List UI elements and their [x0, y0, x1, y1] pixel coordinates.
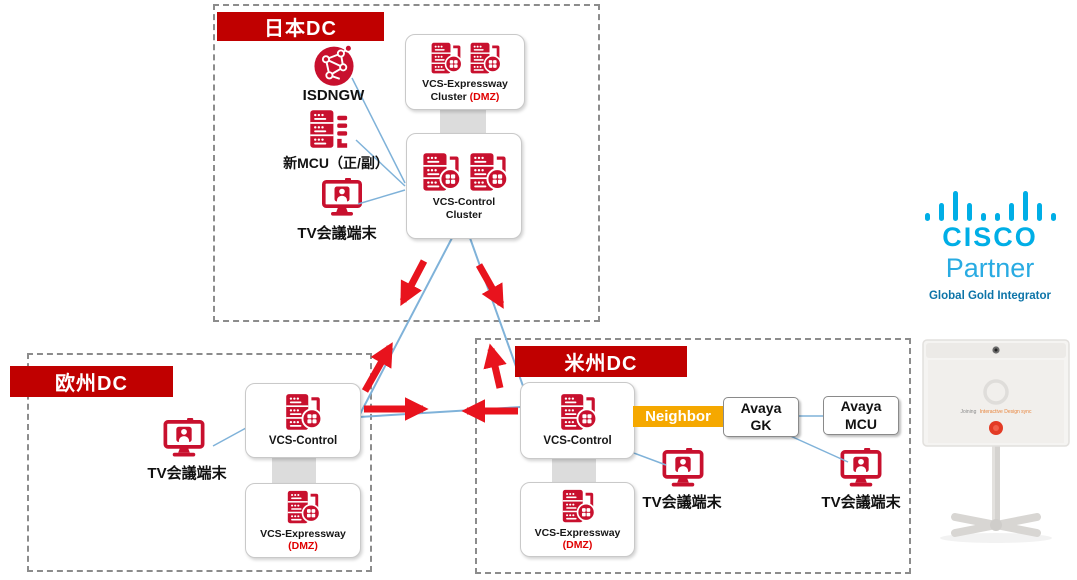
server-icon: [282, 392, 324, 434]
americas-tv-terminal-right-icon: [838, 448, 884, 491]
americas-vcs-expressway-title: VCS-Expressway (DMZ): [534, 526, 621, 551]
avaya-gk-box: Avaya GK: [723, 397, 799, 437]
europe-dc-label-text: 欧州DC: [55, 373, 128, 395]
webex-board-image: Joining Interactive Design sync: [922, 339, 1070, 543]
server-icon: [419, 151, 463, 195]
vcs-control-cluster-box: VCS-Control Cluster: [406, 133, 522, 239]
europe-vcs-control-title: VCS-Control: [268, 435, 338, 448]
server-icon: [557, 392, 599, 434]
americas-vcs-control-title: VCS-Control: [543, 435, 612, 448]
server-icon: [284, 489, 322, 527]
cisco-wordmark: CISCO: [942, 222, 1038, 252]
server-icon: [559, 488, 597, 526]
control-cluster-title: VCS-Control Cluster: [432, 196, 496, 221]
expressway-cluster-title: VCS-Expressway Cluster (DMZ): [422, 78, 508, 103]
japan-tv-terminal-icon: [320, 178, 364, 220]
dmz-tag: (DMZ): [562, 539, 593, 551]
americas-tv-terminal-left-icon: [660, 448, 706, 491]
mcu-server-icon: [305, 107, 353, 151]
board-screen-text: Joining Interactive Design sync: [961, 409, 1032, 415]
americas-dc-label-text: 米州DC: [564, 353, 638, 375]
cisco-bridge-bars-icon: [905, 190, 1075, 221]
partner-wordmark: Partner: [945, 253, 1035, 283]
americas-tv-terminal-right-label: TV会議端末: [821, 494, 901, 511]
japan-dc-label-text: 日本DC: [264, 18, 337, 40]
americas-vcs-control-box: VCS-Control: [520, 382, 635, 459]
americas-vcs-expressway-box: VCS-Expressway (DMZ): [520, 482, 635, 557]
mcu-label: 新MCU（正/副）: [283, 155, 389, 171]
dmz-tag: (DMZ): [469, 90, 500, 103]
vcs-expressway-cluster-box: VCS-Expressway Cluster (DMZ): [405, 34, 525, 110]
server-icon: [467, 41, 503, 77]
japan-tv-terminal-label: TV会議端末: [297, 225, 377, 242]
americas-dc-label: 米州DC: [515, 346, 687, 377]
dmz-tag: (DMZ): [288, 540, 318, 552]
neighbor-label: Neighbor: [633, 406, 723, 427]
cisco-partner-logo: CISCO Partner Global Gold Integrator: [905, 190, 1075, 303]
isdngw-label: ISDNGW: [302, 87, 365, 104]
europe-tv-terminal-label: TV会議端末: [147, 465, 227, 482]
americas-tv-terminal-left-label: TV会議端末: [642, 494, 722, 511]
europe-dc-region: [27, 353, 372, 572]
europe-vcs-expressway-title: VCS-Expressway (DMZ): [260, 527, 346, 552]
japan-dc-label: 日本DC: [217, 12, 384, 41]
isdngw-icon: [311, 42, 357, 88]
europe-tv-terminal-icon: [161, 418, 207, 461]
control-cluster-icons: [419, 151, 510, 195]
avaya-mcu-box: Avaya MCU: [823, 396, 899, 435]
server-icon: [466, 151, 510, 195]
partner-tier-label: Global Gold Integrator: [928, 290, 1052, 302]
expressway-cluster-icons: [428, 41, 503, 77]
europe-vcs-control-box: VCS-Control: [245, 383, 361, 458]
americas-dc-region: [475, 338, 911, 574]
europe-vcs-expressway-box: VCS-Expressway (DMZ): [245, 483, 361, 558]
server-icon: [428, 41, 464, 77]
europe-dc-label: 欧州DC: [10, 366, 173, 397]
